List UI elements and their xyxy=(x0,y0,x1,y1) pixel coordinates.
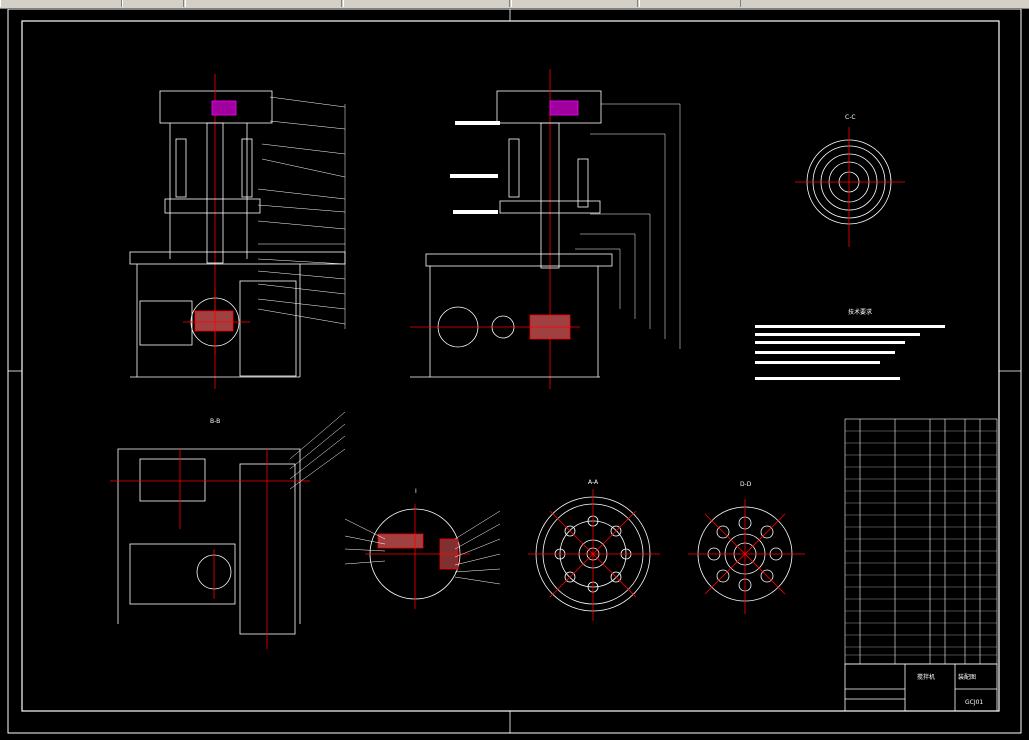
section-a-a-view: A-A xyxy=(528,479,660,621)
view-label-a-a: A-A xyxy=(588,479,599,486)
detail-view-i: I xyxy=(344,488,501,609)
toolbar-segment[interactable] xyxy=(122,0,184,7)
cad-toolbar-strip xyxy=(0,0,1029,9)
view-label-d-d: D-D xyxy=(740,481,752,488)
title-part-name: 搅拌机 xyxy=(917,673,935,681)
view-label-detail: I xyxy=(415,488,417,495)
tech-requirements-title: 技术要求 xyxy=(848,308,872,316)
section-b-b-view: B-B xyxy=(110,411,346,649)
toolbar-segment[interactable] xyxy=(185,0,342,7)
view-label-c-c: C-C xyxy=(845,114,856,121)
drawing-sheet: C-C 技术要求 B-B xyxy=(7,8,1022,734)
toolbar-segment[interactable] xyxy=(639,0,741,7)
technical-requirements: 技术要求 xyxy=(755,308,945,380)
section-d-d-view: D-D xyxy=(688,481,805,614)
front-assembly-view xyxy=(129,74,346,389)
cad-drawing-canvas[interactable]: C-C 技术要求 B-B xyxy=(0,8,1029,736)
frame-ticks xyxy=(8,9,1021,733)
view-label-b-b: B-B xyxy=(210,418,220,425)
sheet-inner-frame xyxy=(21,20,1000,712)
toolbar-segment[interactable] xyxy=(511,0,638,7)
title-project-code: GCJ01 xyxy=(965,699,983,706)
toolbar-segment[interactable] xyxy=(343,0,510,7)
title-block: 搅拌机 装配图 GCJ01 xyxy=(844,663,998,712)
toolbar-segment[interactable] xyxy=(0,0,122,7)
section-c-c-view: C-C xyxy=(795,114,905,247)
title-drawing-no: 装配图 xyxy=(958,673,976,681)
parts-list-table xyxy=(844,418,998,665)
side-assembly-view xyxy=(410,69,681,389)
